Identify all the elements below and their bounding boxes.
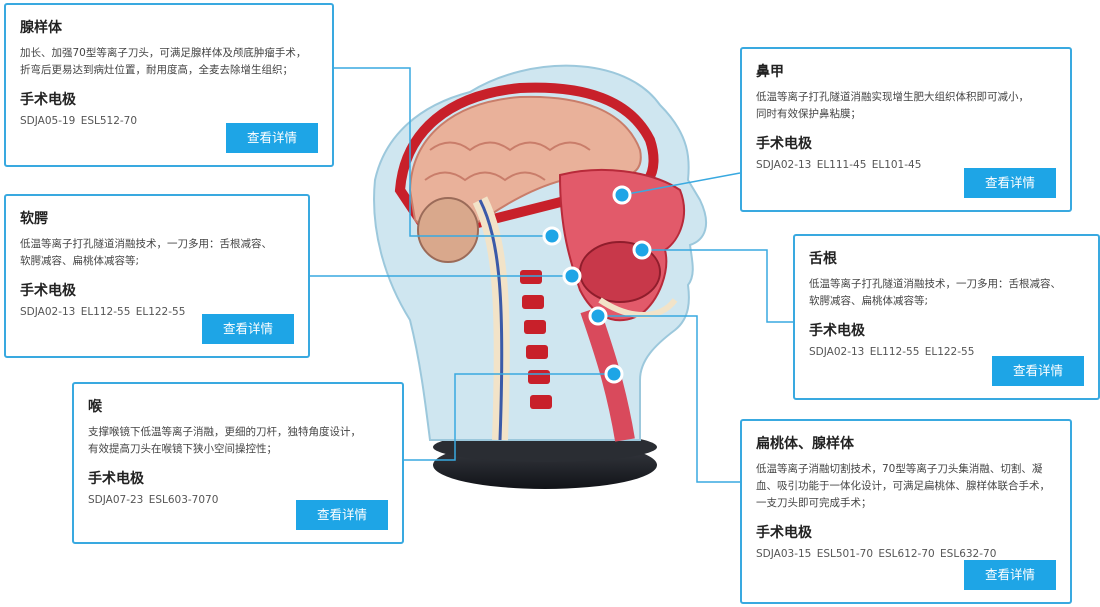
connector-lines xyxy=(308,67,793,483)
electrode-label: 手术电极 xyxy=(756,136,812,152)
desc-line: 软腭减容、扁桃体减容等; xyxy=(20,255,140,267)
desc-line: 支撑喉镜下低温等离子消融，更细的刀杆，独特角度设计， xyxy=(88,426,361,438)
view-details-button[interactable]: 查看详情 xyxy=(226,123,318,153)
desc-line: 同时有效保护鼻粘膜； xyxy=(756,108,861,120)
desc-line: 有效提高刀头在喉镜下狭小空间操控性； xyxy=(88,443,277,455)
view-details-button[interactable]: 查看详情 xyxy=(964,560,1056,590)
card-title: 舌根 xyxy=(809,251,837,267)
card-tongue-base: 舌根 低温等离子打孔隧道消融技术，一刀多用：舌根减容、 软腭减容、扁桃体减容等;… xyxy=(793,234,1100,400)
dot-larynx xyxy=(604,364,624,384)
desc-line: 软腭减容、扁桃体减容等; xyxy=(809,295,929,307)
electrode-label: 手术电极 xyxy=(20,92,76,108)
card-description: 低温等离子打孔隧道消融技术，一刀多用：舌根减容、 软腭减容、扁桃体减容等; xyxy=(20,236,294,270)
electrode-label: 手术电极 xyxy=(20,283,76,299)
vertebrae xyxy=(520,270,552,409)
card-tonsil-adenoid: 扁桃体、腺样体 低温等离子消融切割技术，70型等离子刀头集消融、切割、凝 血、吸… xyxy=(740,419,1072,604)
electrode-label: 手术电极 xyxy=(756,525,812,541)
dot-tongue-base xyxy=(632,240,652,260)
electrode-codes: SDJA02-13 EL112-55 EL122-55 xyxy=(20,306,186,318)
card-description: 低温等离子打孔隧道消融技术，一刀多用：舌根减容、 软腭减容、扁桃体减容等; xyxy=(809,276,1084,310)
view-details-button[interactable]: 查看详情 xyxy=(964,168,1056,198)
card-title: 软腭 xyxy=(20,211,48,227)
desc-line: 折弯后更易达到病灶位置，耐用度高，全麦去除增生组织； xyxy=(20,64,293,76)
card-soft-palate: 软腭 低温等离子打孔隧道消融技术，一刀多用：舌根减容、 软腭减容、扁桃体减容等;… xyxy=(4,194,310,358)
view-details-button[interactable]: 查看详情 xyxy=(992,356,1084,386)
card-description: 低温等离子打孔隧道消融实现增生肥大组织体积即可减小， 同时有效保护鼻粘膜； xyxy=(756,89,1056,123)
dot-adenoid xyxy=(542,226,562,246)
desc-line: 低温等离子打孔隧道消融技术，一刀多用：舌根减容、 xyxy=(20,238,272,250)
card-turbinate: 鼻甲 低温等离子打孔隧道消融实现增生肥大组织体积即可减小， 同时有效保护鼻粘膜；… xyxy=(740,47,1072,212)
card-title: 扁桃体、腺样体 xyxy=(756,436,854,452)
desc-line: 低温等离子打孔隧道消融技术，一刀多用：舌根减容、 xyxy=(809,278,1061,290)
dot-soft-palate xyxy=(562,266,582,286)
electrode-codes: SDJA03-15 ESL501-70 ESL612-70 ESL632-70 xyxy=(756,548,997,560)
card-adenoid: 腺样体 加长、加强70型等离子刀头，可满足腺样体及颅底肿瘤手术， 折弯后更易达到… xyxy=(4,3,334,167)
view-details-button[interactable]: 查看详情 xyxy=(202,314,294,344)
card-description: 支撑喉镜下低温等离子消融，更细的刀杆，独特角度设计， 有效提高刀头在喉镜下狭小空… xyxy=(88,424,388,458)
desc-line: 血、吸引功能于一体化设计，可满足扁桃体、腺样体联合手术， xyxy=(756,480,1050,492)
dot-turbinate xyxy=(612,185,632,205)
electrode-label: 手术电极 xyxy=(88,471,144,487)
card-description: 低温等离子消融切割技术，70型等离子刀头集消融、切割、凝 血、吸引功能于一体化设… xyxy=(756,461,1056,512)
view-details-button[interactable]: 查看详情 xyxy=(296,500,388,530)
electrode-codes: SDJA02-13 EL111-45 EL101-45 xyxy=(756,159,922,171)
indicator-dots xyxy=(542,185,652,384)
dot-tonsil xyxy=(588,306,608,326)
card-title: 腺样体 xyxy=(20,20,62,36)
desc-line: 低温等离子打孔隧道消融实现增生肥大组织体积即可减小， xyxy=(756,91,1029,103)
card-title: 鼻甲 xyxy=(756,64,784,80)
electrode-codes: SDJA02-13 EL112-55 EL122-55 xyxy=(809,346,975,358)
electrode-codes: SDJA07-23 ESL603-7070 xyxy=(88,494,219,506)
desc-line: 一支刀头即可完成手术； xyxy=(756,497,872,509)
desc-line: 加长、加强70型等离子刀头，可满足腺样体及颅底肿瘤手术， xyxy=(20,47,307,59)
card-larynx: 喉 支撑喉镜下低温等离子消融，更细的刀杆，独特角度设计， 有效提高刀头在喉镜下狭… xyxy=(72,382,404,544)
card-description: 加长、加强70型等离子刀头，可满足腺样体及颅底肿瘤手术， 折弯后更易达到病灶位置… xyxy=(20,45,318,79)
desc-line: 低温等离子消融切割技术，70型等离子刀头集消融、切割、凝 xyxy=(756,463,1043,475)
card-title: 喉 xyxy=(88,399,102,415)
electrode-label: 手术电极 xyxy=(809,323,865,339)
electrode-codes: SDJA05-19 ESL512-70 xyxy=(20,115,138,127)
cerebellum xyxy=(417,197,479,263)
